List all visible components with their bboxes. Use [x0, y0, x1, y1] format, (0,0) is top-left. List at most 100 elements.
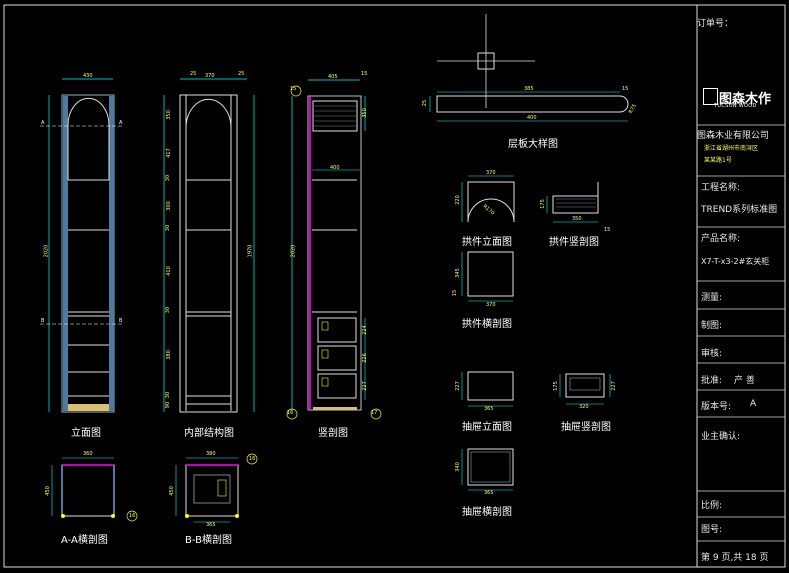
- dim-elev-height: 2020: [43, 244, 50, 258]
- dim-arch-w: 370: [486, 170, 496, 176]
- dim-int-seg-5: 30: [165, 224, 172, 232]
- project-label: 工程名称:: [701, 183, 741, 193]
- dim-int-right: 25: [238, 71, 245, 77]
- caption-drawer-horizontal: 抽屉横剖图: [462, 507, 512, 518]
- brand-name-cn: 图森木作: [719, 92, 772, 107]
- dim-shelf-end: 15: [622, 86, 629, 92]
- caption-section-bb: B-B横剖图: [185, 535, 232, 546]
- internal-structure-view: [163, 78, 255, 413]
- dim-drawer-e-h: 227: [454, 381, 461, 391]
- drawing-frame: [3, 4, 786, 568]
- company-address-1: 浙江省湖州市南浔区: [704, 145, 759, 152]
- dim-int-seg-2: 417: [165, 148, 172, 158]
- dim-int-mid: 370: [205, 73, 215, 79]
- callout-tag-aa: 16: [129, 513, 136, 519]
- callout-tag-16: 16: [287, 410, 294, 416]
- dim-int-seg-9: 30: [165, 391, 172, 399]
- product-label: 产品名称:: [701, 234, 741, 244]
- drawer-elevation-view: [461, 371, 514, 407]
- dim-bb-h: 450: [168, 486, 175, 496]
- title-block-grid: [697, 124, 785, 542]
- dim-elev-width: 430: [83, 73, 93, 79]
- arch-horizontal-view: [461, 251, 514, 302]
- version-value: A: [750, 399, 757, 409]
- caption-vertical-section: 竖剖图: [318, 428, 348, 439]
- dim-int-seg-6: 410: [165, 266, 172, 276]
- dim-arch-v-h: 175: [539, 199, 546, 209]
- section-mark-b-left: B: [41, 318, 45, 324]
- dim-bb-inner: 365: [206, 522, 216, 528]
- dim-drawer-v-w: 320: [579, 404, 589, 410]
- dim-arch-h: 220: [454, 195, 461, 205]
- dim-int-seg-10: 90: [165, 401, 172, 409]
- caption-drawer-vertical: 抽屉竖剖图: [561, 422, 611, 433]
- callout-tag-17: 17: [371, 410, 378, 416]
- arch-elevation-view: [461, 175, 515, 223]
- dim-drawer-2: 226: [361, 353, 368, 363]
- arch-vertical-view: [546, 182, 599, 223]
- dim-int-seg-3: 30: [165, 174, 172, 182]
- dim-vs-height: 2020: [290, 244, 297, 258]
- brand-logo-icon: [703, 88, 718, 105]
- dim-vs-side: 15: [361, 71, 368, 77]
- caption-drawer-elevation: 抽屉立面图: [462, 422, 512, 433]
- review-label: 审核:: [701, 349, 723, 359]
- dim-vs-inner: 400: [330, 165, 340, 171]
- product-value: X7-T-x3-2#玄关柜: [701, 257, 770, 266]
- dim-vs-width: 405: [328, 74, 338, 80]
- caption-arch-vertical: 拱件竖剖图: [549, 237, 599, 248]
- dim-drawer-v-r: 227: [610, 381, 617, 391]
- dim-arch-v-side: 15: [604, 227, 611, 233]
- callout-tag-bb: 16: [249, 456, 256, 462]
- version-label: 版本号:: [701, 402, 732, 412]
- section-mark-a-right: A: [119, 120, 123, 126]
- dim-int-seg-8: 380: [165, 350, 172, 360]
- dim-drawer-h-w: 365: [484, 490, 494, 496]
- caption-section-aa: A-A横剖图: [61, 535, 108, 546]
- caption-arch-horizontal: 拱件横剖图: [462, 319, 512, 330]
- dim-int-left: 25: [190, 71, 197, 77]
- dim-aa-h: 450: [44, 486, 51, 496]
- scale-label: 比例:: [701, 501, 723, 511]
- dim-drawer-1: 224: [361, 325, 368, 335]
- order-no-label: 订单号：: [697, 19, 734, 29]
- section-mark-b-right: B: [119, 318, 123, 324]
- owner-confirm-label: 业主确认:: [701, 432, 741, 442]
- dim-shelf-total: 400: [527, 115, 537, 121]
- dim-arch-h-w: 370: [486, 302, 496, 308]
- caption-elevation: 立面图: [71, 428, 101, 439]
- company-address-2: 某某路1号: [704, 157, 732, 164]
- shelf-detail-view: [429, 14, 629, 122]
- drawn-label: 制图:: [701, 321, 723, 331]
- drawer-vertical-view: [559, 373, 611, 405]
- dim-drawer-v-h: 175: [552, 381, 559, 391]
- measure-label: 测量:: [701, 293, 723, 303]
- dim-bb-w: 380: [206, 451, 216, 457]
- dim-drawer-e-w: 365: [484, 406, 494, 412]
- dim-vs-top: 350: [361, 108, 368, 118]
- caption-shelf-detail: 层板大样图: [508, 139, 558, 150]
- dim-aa-w: 360: [83, 451, 93, 457]
- dim-arch-h-h: 345: [454, 268, 461, 278]
- dim-shelf-len: 385: [524, 86, 534, 92]
- dim-int-seg-1: 350: [165, 110, 172, 120]
- dim-drawer-h-h: 340: [454, 462, 461, 472]
- section-aa-view: [51, 457, 138, 522]
- approve-value: 产 善: [734, 376, 755, 386]
- approve-label: 批准:: [701, 376, 723, 386]
- elevation-view: [40, 78, 124, 413]
- page-indicator: 第 9 页,共 18 页: [701, 553, 769, 563]
- dim-int-height: 1970: [247, 244, 254, 258]
- company-name: 图森木业有限公司: [697, 131, 770, 141]
- section-mark-a-left: A: [41, 120, 45, 126]
- brand-name-en: TUCSON WOOD: [714, 103, 757, 109]
- dim-drawer-3: 227: [361, 381, 368, 391]
- dim-int-seg-4: 300: [165, 201, 172, 211]
- dim-arch-v-w: 350: [572, 216, 582, 222]
- project-value: TREND系列标准图: [701, 205, 778, 215]
- dim-shelf-thk: 25: [422, 99, 429, 107]
- dim-int-seg-7: 30: [165, 306, 172, 314]
- drawing-no-label: 图号:: [701, 525, 723, 535]
- caption-internal: 内部结构图: [184, 428, 234, 439]
